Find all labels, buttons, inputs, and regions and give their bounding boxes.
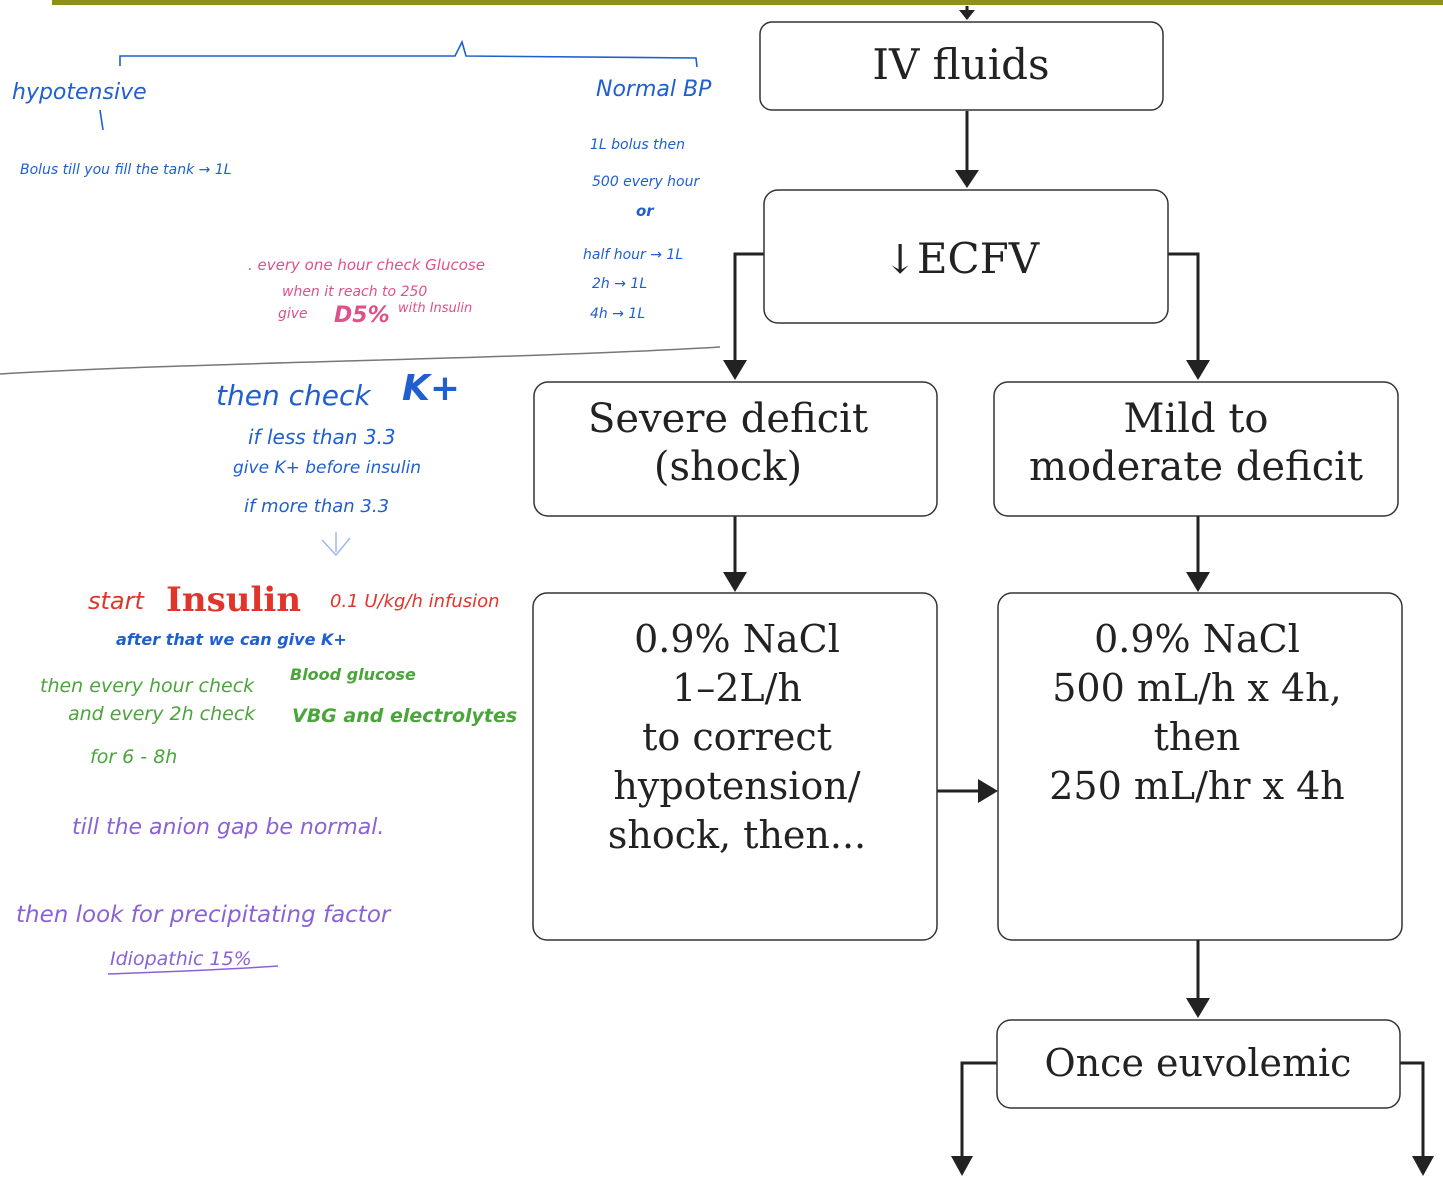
arrow-head-euv-left (951, 1156, 973, 1176)
arrow-head-ecfv (955, 170, 979, 188)
text-severe-tx-2: 1–2L/h (672, 666, 802, 710)
arrow-head-between (978, 779, 998, 803)
text-severe-2: (shock) (654, 444, 802, 490)
note-hypotensive: hypotensive (12, 80, 147, 105)
note-bolus: Bolus till you fill the tank → 1L (20, 162, 232, 178)
note-anion-gap: till the anion gap be normal. (72, 815, 384, 840)
note-start: start (88, 587, 145, 615)
box-iv-fluids (759, 21, 1164, 111)
note-precipitating: then look for precipitating factor (16, 902, 392, 928)
arrow-ecfv-to-mild (1168, 252, 1200, 365)
box-mild-treatment (997, 592, 1403, 941)
text-severe-tx-1: 0.9% NaCl (634, 617, 840, 661)
note-d5: D5% (334, 303, 390, 328)
note-glucose-1: . every one hour check Glucose (248, 256, 485, 274)
note-k-plus: K+ (402, 368, 460, 409)
text-mild-tx-1: 0.9% NaCl (1094, 617, 1300, 661)
text-severe-tx-5: shock, then... (608, 813, 866, 857)
underline-idiopathic (107, 965, 279, 975)
box-mild (993, 381, 1399, 517)
arrow-euvolemic-left (960, 1061, 997, 1158)
text-severe-tx-4: hypotension/ (613, 764, 860, 808)
brace-bp-split (99, 39, 698, 131)
text-mild-tx-4: 250 mL/hr x 4h (1049, 764, 1345, 808)
note-then-check: then check (216, 379, 372, 412)
arrow-head-top (959, 10, 975, 20)
note-bp-line-5: 4h → 1L (590, 306, 645, 322)
note-potassium-3: if more than 3.3 (244, 496, 389, 517)
note-glucose-3: give (278, 306, 308, 322)
text-iv-fluids: IV fluids (872, 40, 1049, 89)
connectors (723, 6, 1434, 1176)
box-euvolemic (996, 1019, 1401, 1109)
text-mild-2: moderate deficit (1029, 444, 1363, 490)
arrow-euvolemic-right (1400, 1061, 1425, 1158)
arrow-ecfv-to-severe (733, 252, 764, 365)
text-mild-tx-2: 500 mL/h x 4h, (1052, 666, 1341, 710)
arrow-head-euvolemic (1186, 998, 1210, 1018)
note-potassium-2: give K+ before insulin (233, 458, 421, 478)
text-ecfv: ECFV (917, 234, 1040, 283)
note-glucose-2: when it reach to 250 (282, 284, 427, 300)
text-mild-tx-3: then (1154, 715, 1241, 759)
note-blood-glucose: Blood glucose (290, 665, 416, 684)
text-severe-1: Severe deficit (588, 396, 868, 442)
note-bp-line-3: half hour → 1L (583, 247, 683, 263)
note-every-2h: and every 2h check (68, 703, 256, 725)
arrow-down-icon (321, 532, 351, 557)
note-after-that: after that we can give K+ (116, 630, 347, 649)
note-normal-bp: Normal BP (596, 77, 712, 102)
text-euvolemic: Once euvolemic (1045, 1041, 1352, 1085)
arrow-head-mild-tx (1186, 572, 1210, 592)
note-bp-line-2: 500 every hour (592, 174, 700, 190)
top-rule (52, 0, 1443, 5)
box-severe-treatment (532, 592, 938, 941)
note-bp-line-1: 1L bolus then (590, 137, 685, 153)
note-bp-or: or (636, 202, 655, 220)
text-severe-tx-3: to correct (642, 715, 832, 759)
note-vbg: VBG and electrolytes (292, 705, 517, 727)
arrow-head-severe (723, 360, 747, 380)
divider-curve (0, 346, 721, 375)
note-hourly-check: then every hour check (40, 675, 255, 697)
ecfv-arrow-glyph: ↓ (883, 237, 917, 283)
arrow-head-mild (1186, 360, 1210, 380)
note-with-insulin: with Insulin (398, 301, 472, 316)
note-idiopathic: Idiopathic 15% (110, 948, 252, 970)
note-for-hours: for 6 - 8h (90, 746, 177, 768)
box-ecfv (763, 189, 1169, 324)
box-severe (533, 381, 938, 517)
note-insulin: Insulin (166, 580, 301, 620)
arrow-head-severe-tx (723, 572, 747, 592)
text-mild-1: Mild to (1123, 396, 1268, 442)
note-insulin-dose: 0.1 U/kg/h infusion (330, 591, 500, 612)
arrow-head-euv-right (1412, 1156, 1434, 1176)
note-potassium-1: if less than 3.3 (248, 425, 396, 449)
note-bp-line-4: 2h → 1L (592, 276, 647, 292)
